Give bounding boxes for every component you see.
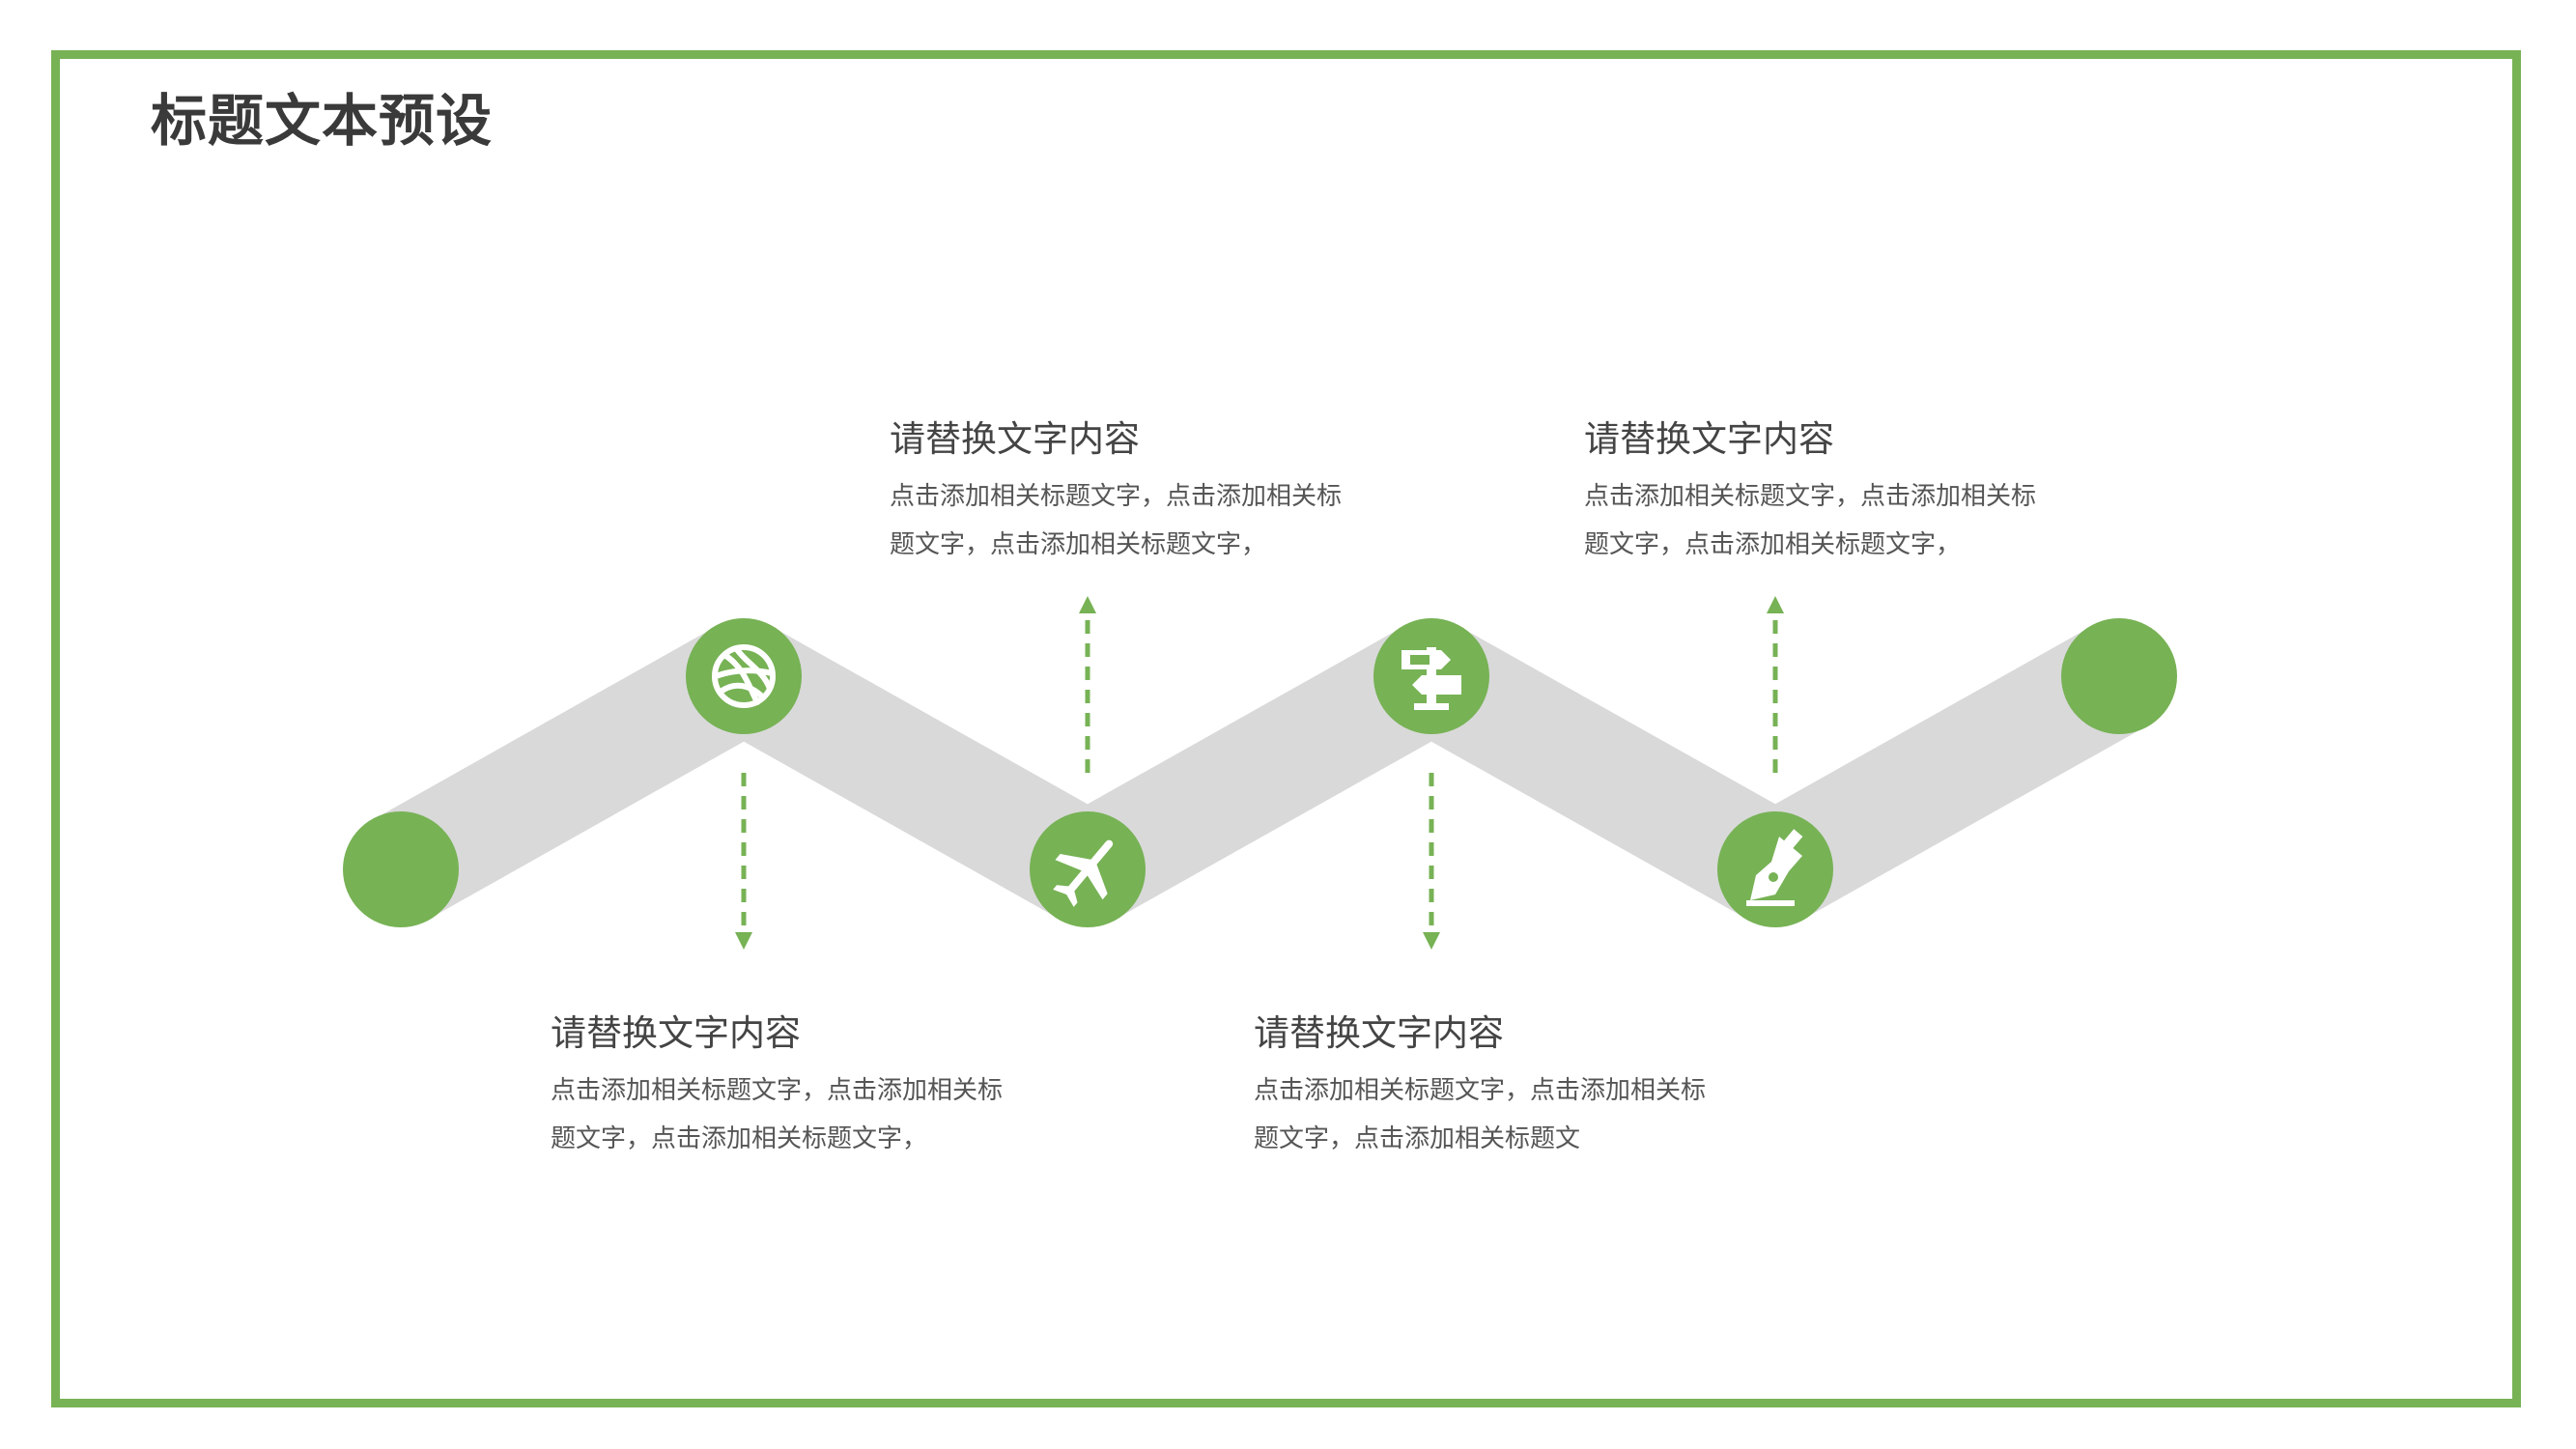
step-4-heading: 请替换文字内容: [1584, 418, 1834, 460]
step-2-body: 点击添加相关标题文字，点击添加相关标题文字，点击添加相关标题文字，: [890, 482, 1343, 559]
step-1-heading: 请替换文字内容: [551, 1012, 801, 1054]
step-4-body: 点击添加相关标题文字，点击添加相关标题文字，点击添加相关标题文字，: [1584, 482, 2037, 559]
step-1-body: 点击添加相关标题文字，点击添加相关标题文字，点击添加相关标题文字，: [551, 1076, 1004, 1153]
step-3-body: 点击添加相关标题文字，点击添加相关标题文字，点击添加相关标题文: [1254, 1076, 1707, 1153]
step-3-text: 请替换文字内容 点击添加相关标题文字，点击添加相关标题文字，点击添加相关标题文: [1254, 1012, 1756, 1163]
node-1: [686, 618, 802, 734]
step-1-text: 请替换文字内容 点击添加相关标题文字，点击添加相关标题文字，点击添加相关标题文字…: [551, 1012, 1053, 1163]
signpost-icon: [1401, 647, 1461, 710]
step-2-heading: 请替换文字内容: [890, 418, 1140, 460]
end-node: [2061, 618, 2177, 734]
node-4: [1717, 811, 1833, 927]
airplane-icon: [1053, 839, 1114, 907]
arrowhead-up-2: [1079, 596, 1096, 613]
pen-nib-icon: [1746, 829, 1803, 906]
step-3-heading: 请替换文字内容: [1254, 1012, 1504, 1054]
arrowhead-up-4: [1767, 596, 1784, 613]
node-3: [1373, 618, 1489, 734]
page-title: 标题文本预设: [151, 88, 494, 154]
step-4-text: 请替换文字内容 点击添加相关标题文字，点击添加相关标题文字，点击添加相关标题文字…: [1584, 418, 2086, 569]
slide-frame: [51, 50, 2521, 1407]
timeline-track: [373, 619, 2147, 926]
step-2-text: 请替换文字内容 点击添加相关标题文字，点击添加相关标题文字，点击添加相关标题文字…: [890, 418, 1392, 569]
dribbble-ball-icon: [712, 644, 776, 708]
start-node: [343, 811, 459, 927]
arrowhead-down-1: [735, 932, 752, 950]
node-2: [1030, 811, 1146, 927]
arrowhead-down-3: [1423, 932, 1440, 950]
